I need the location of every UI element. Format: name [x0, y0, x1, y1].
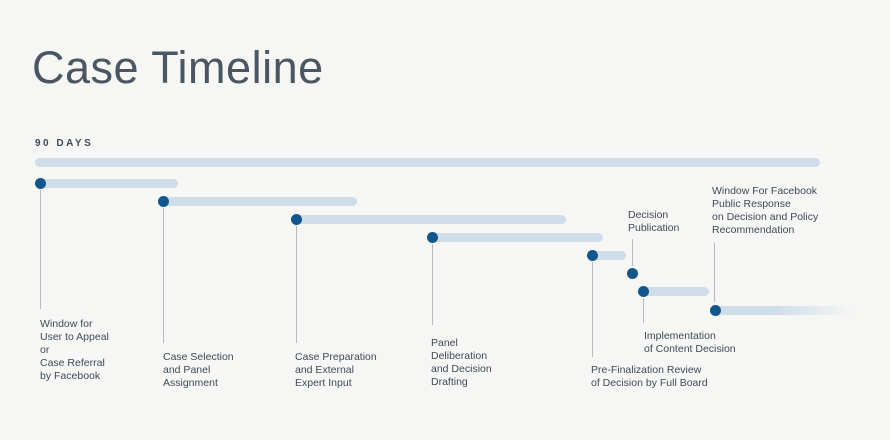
phase-dot-panel-deliberation — [426, 231, 438, 243]
phase-connector-case-selection — [162, 208, 164, 343]
phase-dot-implementation-of-content-decision — [637, 285, 649, 297]
phase-dot-case-selection — [157, 195, 169, 207]
ninety-day-span-bar — [35, 157, 820, 167]
phase-connector-case-preparation — [295, 226, 297, 343]
phase-bar-case-selection — [157, 196, 357, 206]
phase-label-appeal-window: Window for User to Appeal or Case Referr… — [40, 318, 109, 382]
phase-bar-appeal-window — [34, 178, 178, 188]
phase-connector-pre-finalization-review — [591, 262, 593, 357]
phase-label-facebook-response-window: Window For Facebook Public Response on D… — [712, 185, 819, 236]
phase-bar-case-preparation — [290, 214, 566, 224]
phase-bar-implementation-of-content-decision — [637, 286, 709, 296]
phase-bar-panel-deliberation — [426, 232, 603, 242]
phase-connector-facebook-response-window — [713, 243, 715, 302]
phase-connector-decision-publication — [631, 239, 633, 266]
phase-bar-facebook-response-window — [709, 305, 852, 315]
phase-dot-facebook-response-window — [709, 304, 721, 316]
phase-label-implementation-of-content-decision: Implementation of Content Decision — [644, 330, 736, 355]
phase-dot-pre-finalization-review — [586, 249, 598, 261]
duration-label: 90 DAYS — [35, 138, 94, 149]
phase-connector-panel-deliberation — [431, 244, 433, 325]
phase-label-panel-deliberation: Panel Deliberation and Decision Drafting — [431, 337, 492, 388]
phase-connector-implementation-of-content-decision — [642, 298, 644, 323]
phase-label-decision-publication: Decision Publication — [628, 209, 680, 234]
phase-label-case-preparation: Case Preparation and External Expert Inp… — [295, 351, 377, 389]
phase-label-pre-finalization-review: Pre-Finalization Review of Decision by F… — [591, 364, 708, 389]
phase-dot-decision-publication — [626, 267, 638, 279]
phase-dot-appeal-window — [34, 177, 46, 189]
phase-connector-appeal-window — [39, 190, 41, 309]
phase-dot-case-preparation — [290, 213, 302, 225]
phase-bar-pre-finalization-review — [586, 250, 626, 260]
page-title: Case Timeline — [32, 42, 324, 93]
phase-label-case-selection: Case Selection and Panel Assignment — [163, 351, 234, 389]
